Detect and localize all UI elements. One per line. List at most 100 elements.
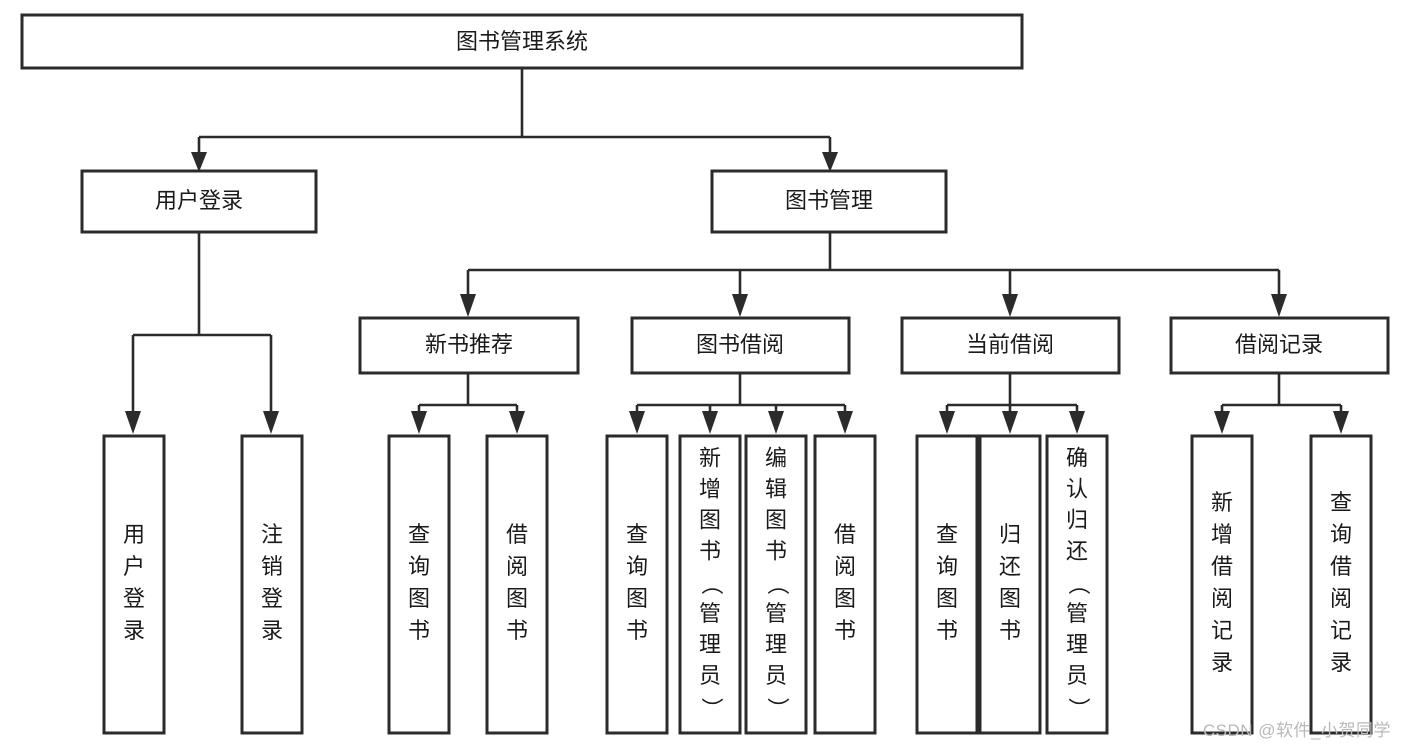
leaf-label-char: 查 — [936, 522, 958, 547]
leaf-label-char: 录 — [261, 618, 283, 643]
node-book-manage-box[interactable] — [710, 169, 948, 234]
leaf-label-char: 书 — [506, 618, 528, 643]
leaf-label-char: 记 — [1211, 618, 1233, 643]
arrow-to-current-borrow — [1002, 294, 1018, 317]
arrow-to-borrow-record — [1271, 294, 1287, 317]
node-current-borrow[interactable]: 当前借阅 — [900, 316, 1121, 375]
leaf-label-char: 图 — [408, 586, 430, 611]
node-new-book-recommend[interactable]: 新书推荐 — [358, 316, 580, 375]
arrow-to-leaf-nb-borrow — [509, 411, 525, 434]
leaf-label-char: 归 — [999, 522, 1021, 547]
leaf-bb-query-book-box[interactable] — [605, 434, 669, 735]
leaf-label-char: 阅 — [834, 554, 856, 579]
node-book-borrow[interactable]: 图书借阅 — [630, 316, 851, 375]
node-user-login[interactable]: 用户登录 — [80, 169, 318, 234]
leaf-logout-box[interactable] — [240, 434, 304, 735]
arrow-to-leaf-br-query — [1333, 411, 1349, 434]
leaf-label-char: 认 — [1066, 476, 1088, 501]
csdn-watermark: CSDN @软件_小贺同学 — [1202, 721, 1391, 740]
leaf-br-add-record-box[interactable] — [1190, 434, 1254, 735]
leaf-bb-add-book-box[interactable] — [678, 434, 742, 735]
arrow-to-leaf-br-add — [1214, 411, 1230, 434]
arrow-to-leaf-bb-query — [629, 411, 645, 434]
node-book-borrow-label: 图书借阅 — [696, 332, 784, 357]
leaf-label-char: ） — [699, 697, 724, 719]
node-book-borrow-box[interactable] — [630, 316, 851, 375]
leaf-label-char: 户 — [123, 554, 145, 579]
node-new-book-recommend-box[interactable] — [358, 316, 580, 375]
arrow-to-leaf-user-login — [125, 411, 141, 434]
leaf-label-char: 借 — [1211, 554, 1233, 579]
leaf-nb-borrow-book-box[interactable] — [485, 434, 549, 735]
node-root-label: 图书管理系统 — [456, 29, 588, 54]
leaf-label-char: 录 — [123, 618, 145, 643]
leaf-label-char: 查 — [408, 522, 430, 547]
node-book-manage[interactable]: 图书管理 — [710, 169, 948, 234]
node-current-borrow-box[interactable] — [900, 316, 1121, 375]
node-root-box[interactable] — [20, 13, 1024, 70]
leaf-user-login[interactable]: 用户登录 — [102, 434, 166, 735]
leaf-label-char: 阅 — [1211, 586, 1233, 611]
leaf-label-char: （ — [699, 573, 724, 595]
arrow-to-leaf-bb-edit — [768, 411, 784, 434]
leaf-label-char: 图 — [506, 586, 528, 611]
leaf-label-char: 询 — [626, 554, 648, 579]
leaf-label-char: 登 — [123, 586, 145, 611]
leaf-label-char: 查 — [1330, 490, 1352, 515]
node-user-login-box[interactable] — [80, 169, 318, 234]
leaf-cb-confirm-return-box[interactable] — [1045, 434, 1109, 735]
leaf-label-char: 询 — [1330, 522, 1352, 547]
leaf-label-char: 用 — [123, 522, 145, 547]
leaf-label-char: 书 — [999, 618, 1021, 643]
arrow-to-leaf-logout — [263, 411, 279, 434]
leaf-nb-query-book-box[interactable] — [387, 434, 451, 735]
leaf-label-char: （ — [765, 573, 790, 595]
leaf-bb-borrow-book-box[interactable] — [813, 434, 877, 735]
leaf-cb-return-book-box[interactable] — [978, 434, 1042, 735]
leaf-label-char: （ — [1066, 573, 1091, 595]
leaf-label-char: 书 — [626, 618, 648, 643]
connector-userlogin-to-leaves — [131, 232, 273, 413]
arrow-to-leaf-bb-borrow — [837, 411, 853, 434]
node-borrow-record-label: 借阅记录 — [1235, 332, 1323, 357]
leaf-label-char: ） — [765, 697, 790, 719]
leaf-br-query-record-box[interactable] — [1309, 434, 1373, 735]
leaf-bb-edit-book-box[interactable] — [744, 434, 808, 735]
leaf-label-char: 图 — [626, 586, 648, 611]
leaf-label-char: 理 — [765, 632, 787, 657]
leaf-label-char: 管 — [699, 601, 721, 626]
leaf-label-char: 查 — [626, 522, 648, 547]
leaf-label-char: 书 — [408, 618, 430, 643]
node-root[interactable]: 图书管理系统 — [20, 13, 1024, 70]
leaf-label-char: 新 — [1211, 490, 1233, 515]
leaf-label-char: 询 — [408, 554, 430, 579]
leaf-label-char: 理 — [1066, 632, 1088, 657]
leaf-cb-query-book-box[interactable] — [915, 434, 979, 735]
leaf-label-char: 书 — [834, 618, 856, 643]
leaf-user-login-box[interactable] — [102, 434, 166, 735]
leaf-label-char: 登 — [261, 586, 283, 611]
connector-layer — [125, 68, 1349, 434]
arrow-to-book-borrow — [732, 294, 748, 317]
leaf-label-char: 还 — [999, 554, 1021, 579]
node-borrow-record-box[interactable] — [1169, 316, 1390, 375]
node-borrow-record[interactable]: 借阅记录 — [1169, 316, 1390, 375]
leaf-label-char: 借 — [506, 522, 528, 547]
